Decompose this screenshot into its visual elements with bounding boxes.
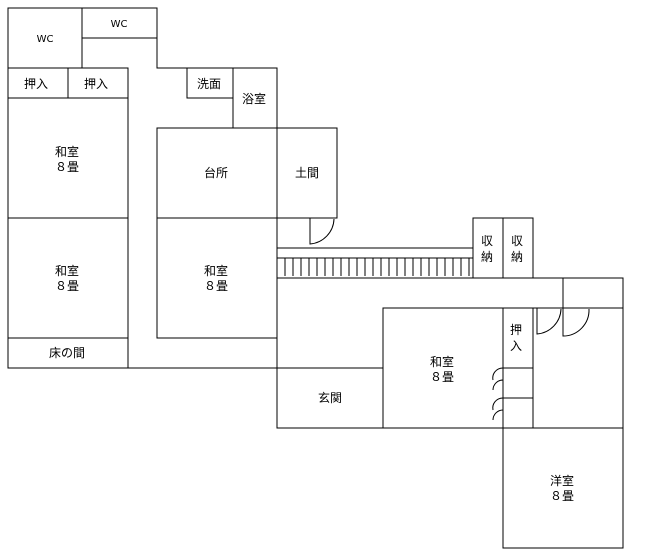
washroom-label: 洗面 <box>197 77 221 91</box>
closet-door-2 <box>492 397 504 421</box>
tokonoma-label: 床の間 <box>49 346 85 360</box>
washitsu-center-label-2: ８畳 <box>204 279 228 293</box>
oshiire-left-label: 押入 <box>24 77 48 91</box>
yoshitsu-label-1: 洋室 <box>550 473 574 488</box>
washitsu-east-room <box>382 307 504 429</box>
bath-room <box>232 67 278 129</box>
washitsu-upper-label-2: ８畳 <box>55 160 79 174</box>
entrance-label: 玄関 <box>318 390 342 405</box>
hallway-slats <box>276 247 474 279</box>
washitsu-east-label-1: 和室 <box>430 354 454 369</box>
tokonoma-room <box>7 337 129 369</box>
yoshitsu-room <box>502 427 624 549</box>
oshiire-east-room <box>502 307 534 369</box>
doma-door <box>309 217 335 245</box>
storage-1-label-2: 納 <box>481 250 493 264</box>
washitsu-upper-room <box>7 97 129 219</box>
oshiire-east-label-1: 押 <box>510 323 522 337</box>
washitsu-upper-label-1: 和室 <box>55 144 79 159</box>
wc-left-room <box>7 7 83 69</box>
storage-2-label-1: 収 <box>511 234 523 248</box>
kitchen-room <box>156 127 278 219</box>
washitsu-lower-label-1: 和室 <box>55 263 79 278</box>
closet-door-1 <box>492 367 504 391</box>
east-door-1 <box>536 308 562 335</box>
east-side-room <box>532 307 624 429</box>
storage-1-room <box>472 217 504 279</box>
oshiire-east-label-2: 入 <box>510 339 522 353</box>
wc-top-room <box>81 7 158 39</box>
washitsu-lower-label-2: ８畳 <box>55 279 79 293</box>
hallway-slat-group <box>277 257 473 276</box>
washitsu-east-label-2: ８畳 <box>430 370 454 384</box>
east-corridor-wall <box>277 277 624 308</box>
storage-2-label-2: 納 <box>511 250 523 264</box>
yoshitsu-label-2: ８畳 <box>550 489 574 503</box>
washitsu-center-room <box>156 217 278 339</box>
doma-label: 土間 <box>295 166 319 180</box>
washitsu-lower-room <box>7 217 129 339</box>
kitchen-label: 台所 <box>204 165 228 180</box>
washitsu-center-label-1: 和室 <box>204 263 228 278</box>
wc-left-label: WC <box>37 34 54 45</box>
bath-label: 浴室 <box>242 91 266 106</box>
entrance-room <box>276 367 384 429</box>
doma-room <box>276 127 338 219</box>
storage-2-room <box>502 217 534 279</box>
east-door-2 <box>562 308 590 337</box>
oshiire-right-label: 押入 <box>84 77 108 91</box>
storage-1-label-1: 収 <box>481 234 493 248</box>
wc-top-label: WC <box>111 19 128 30</box>
